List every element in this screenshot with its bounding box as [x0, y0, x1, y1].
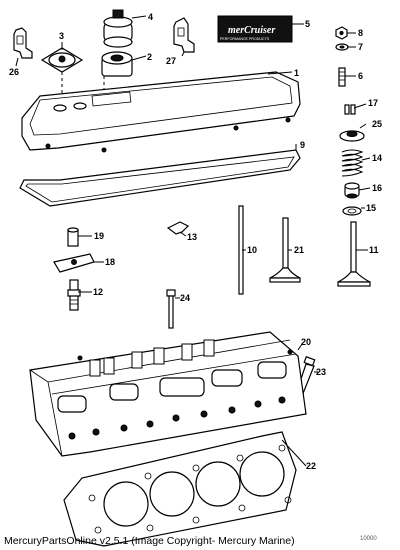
- part-13-guide-plate[interactable]: [166, 221, 190, 235]
- callout-25: 25: [372, 119, 382, 129]
- part-8-nut[interactable]: [335, 26, 348, 40]
- part-25-spring-retainer[interactable]: [339, 130, 365, 142]
- part-20-cylinder-head[interactable]: [29, 331, 307, 457]
- leader-lines: [15, 15, 371, 467]
- part-11-valve[interactable]: [337, 221, 371, 287]
- callout-15: 15: [366, 203, 376, 213]
- callout-10: 10: [247, 245, 257, 255]
- callout-3: 3: [59, 31, 64, 41]
- callout-7: 7: [358, 42, 363, 52]
- part-6-stud[interactable]: [338, 67, 346, 87]
- callout-20: 20: [301, 337, 311, 347]
- part-18-rocker-arm[interactable]: [53, 253, 95, 273]
- part-21-valve[interactable]: [269, 217, 301, 283]
- part-16-valve-seal[interactable]: [344, 182, 360, 199]
- part-22-head-gasket[interactable]: [63, 431, 297, 547]
- callout-22: 22: [306, 461, 316, 471]
- part-4-oil-filler-cap[interactable]: [103, 9, 133, 48]
- callout-23: 23: [316, 367, 326, 377]
- part-27-bracket[interactable]: [173, 17, 195, 53]
- part-9-cover-gasket[interactable]: [19, 149, 301, 207]
- part-3-breather-cap[interactable]: [40, 47, 84, 100]
- part-5-decal[interactable]: merCruiser PERFORMANCE PRODUCTS: [217, 15, 293, 43]
- part-24-bolt[interactable]: [166, 289, 176, 329]
- logo-tagline-text: PERFORMANCE PRODUCTS: [220, 37, 270, 41]
- callout-13: 13: [187, 232, 197, 242]
- callout-14: 14: [372, 153, 382, 163]
- callout-11: 11: [369, 245, 379, 255]
- part-1-valve-cover[interactable]: [21, 71, 301, 153]
- part-17-valve-locks[interactable]: [344, 104, 356, 115]
- part-12-rocker-stud[interactable]: [67, 279, 81, 311]
- callout-5: 5: [305, 19, 310, 29]
- part-7-washer[interactable]: [335, 43, 349, 51]
- callout-16: 16: [372, 183, 382, 193]
- callout-6: 6: [358, 71, 363, 81]
- callout-2: 2: [147, 52, 152, 62]
- callout-24: 24: [180, 293, 190, 303]
- part-19-pivot-nut[interactable]: [67, 227, 79, 247]
- callout-12: 12: [93, 287, 103, 297]
- callout-9: 9: [300, 140, 305, 150]
- part-15-shim[interactable]: [342, 206, 362, 216]
- callout-18: 18: [105, 257, 115, 267]
- callout-21: 21: [294, 245, 304, 255]
- callout-26: 26: [9, 67, 19, 77]
- callout-17: 17: [368, 98, 378, 108]
- copyright-caption: MercuryPartsOnline v2.5.1 (Image Copyrig…: [4, 535, 295, 547]
- callout-8: 8: [358, 28, 363, 38]
- callout-labels: 1 2 3 4 5 6 7 8 9 10 11 12 13 14 15 16 1…: [9, 12, 382, 471]
- part-26-bracket[interactable]: [13, 27, 33, 59]
- callout-4: 4: [148, 12, 153, 22]
- part-14-valve-spring[interactable]: [341, 149, 364, 177]
- callout-27: 27: [166, 56, 176, 66]
- logo-brand-text: merCruiser: [228, 25, 275, 36]
- callout-1: 1: [294, 68, 299, 78]
- figure-number: 10000: [360, 536, 377, 542]
- callout-19: 19: [94, 231, 104, 241]
- part-2-grommet[interactable]: [101, 51, 133, 96]
